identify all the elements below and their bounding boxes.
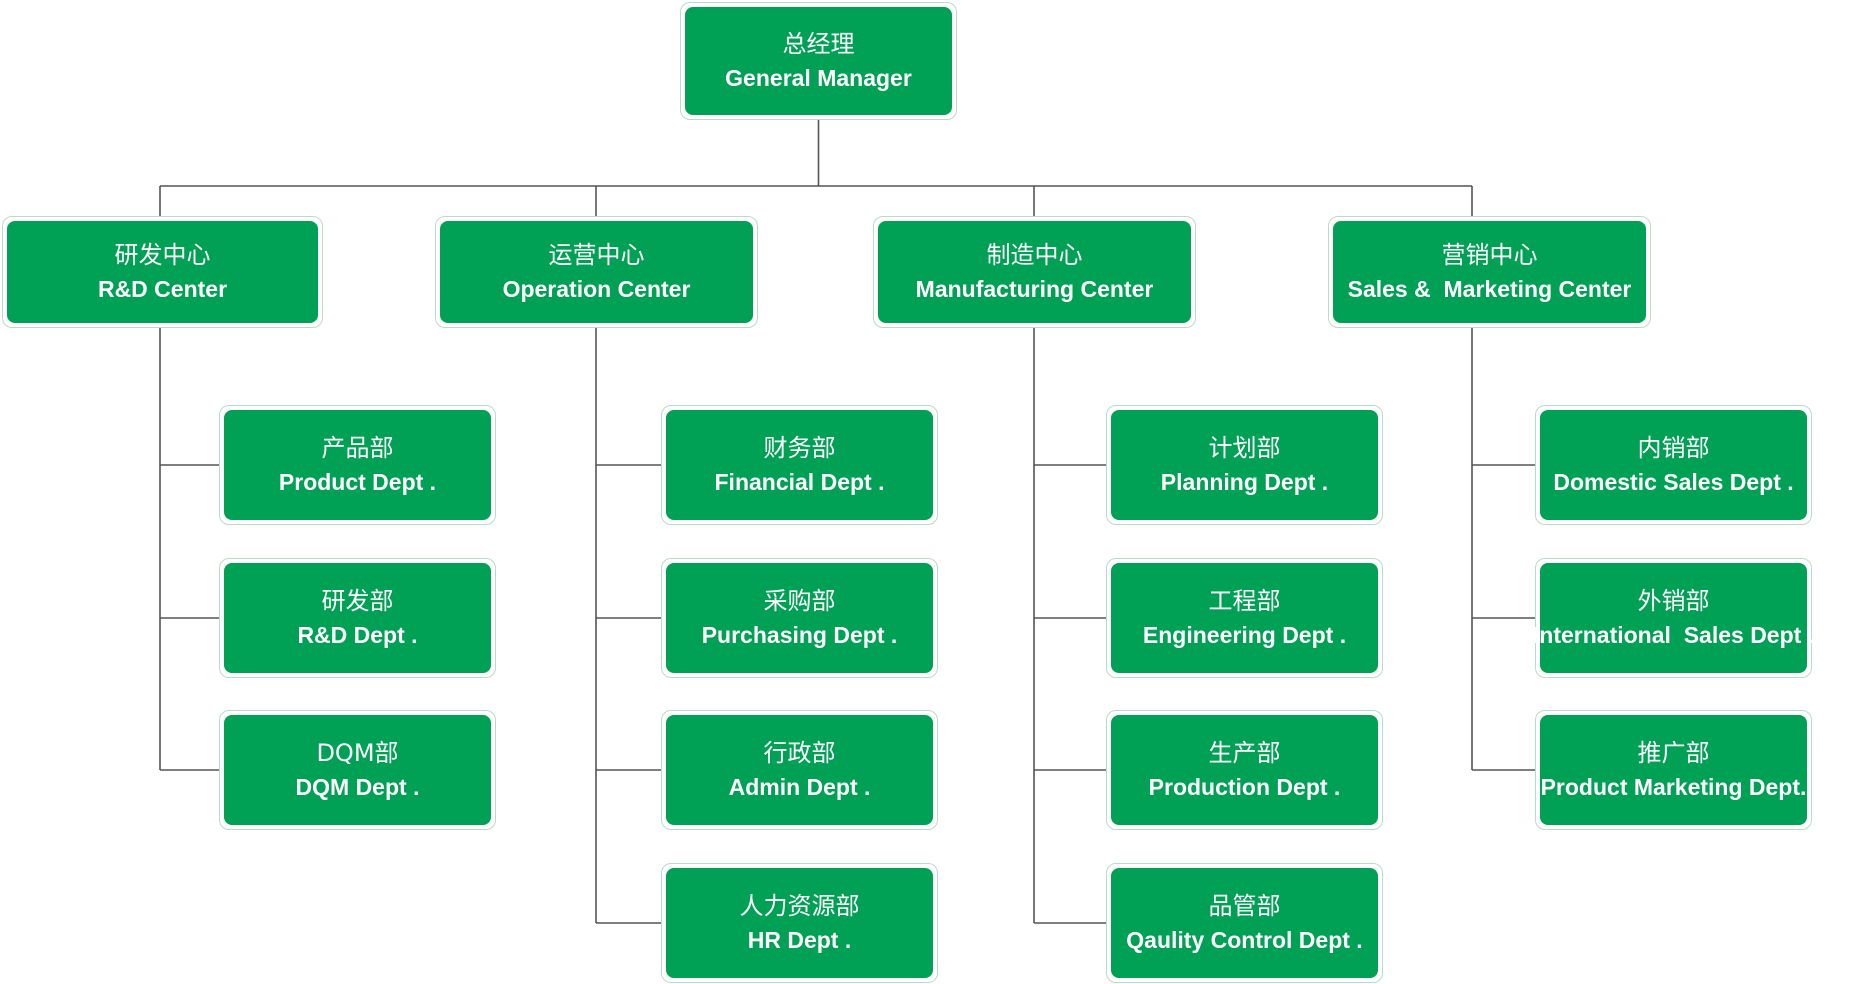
dept-box-sales-2-fill: 推广部 Product Marketing Dept. [1540, 715, 1807, 825]
center-box-operation-fill: 运营中心 Operation Center [440, 221, 753, 323]
dept-box-sales-0: 内销部 Domestic Sales Dept . [1535, 405, 1812, 525]
center-box-rd-label-zh: 研发中心 [114, 241, 211, 269]
dept-box-rd-0-label-en: Product Dept . [278, 469, 437, 495]
general-manager-box-label-en: General Manager [725, 65, 912, 91]
dept-box-manufacturing-1-fill: 工程部 Engineering Dept . [1111, 563, 1378, 673]
center-box-sales-label-zh: 营销中心 [1441, 241, 1538, 269]
dept-box-rd-2-label-en: DQM Dept . [295, 774, 420, 800]
dept-box-rd-1-fill: 研发部 R&D Dept . [224, 563, 491, 673]
dept-box-operation-0-label-en: Financial Dept . [714, 469, 885, 495]
center-box-rd: 研发中心 R&D Center [2, 216, 323, 328]
dept-box-rd-1-label-zh: 研发部 [321, 587, 394, 615]
dept-box-operation-0-label-zh: 财务部 [763, 434, 836, 462]
dept-box-sales-0-fill: 内销部 Domestic Sales Dept . [1540, 410, 1807, 520]
dept-box-operation-2-label-zh: 行政部 [763, 739, 836, 767]
dept-box-rd-2-fill: DQM部 DQM Dept . [224, 715, 491, 825]
dept-box-manufacturing-2-label-zh: 生产部 [1208, 739, 1281, 767]
center-box-sales-fill: 营销中心 Sales & Marketing Center [1333, 221, 1646, 323]
dept-box-operation-0: 财务部 Financial Dept . [661, 405, 938, 525]
center-box-manufacturing-fill: 制造中心 Manufacturing Center [878, 221, 1191, 323]
dept-box-sales-1: 外销部 International Sales Dept . [1533, 558, 1814, 678]
center-box-operation-label-zh: 运营中心 [548, 241, 645, 269]
dept-box-sales-2-label-zh: 推广部 [1637, 739, 1710, 767]
dept-box-operation-0-fill: 财务部 Financial Dept . [666, 410, 933, 520]
center-box-operation: 运营中心 Operation Center [435, 216, 758, 328]
dept-box-operation-1: 采购部 Purchasing Dept . [661, 558, 938, 678]
dept-box-sales-1-label-en: International Sales Dept . [1532, 622, 1815, 648]
general-manager-box: 总经理 General Manager [680, 2, 957, 120]
dept-box-manufacturing-1: 工程部 Engineering Dept . [1106, 558, 1383, 678]
dept-box-manufacturing-2-label-en: Production Dept . [1148, 774, 1341, 800]
center-box-sales: 营销中心 Sales & Marketing Center [1328, 216, 1651, 328]
dept-box-manufacturing-0-label-en: Planning Dept . [1160, 469, 1329, 495]
dept-box-manufacturing-0-label-zh: 计划部 [1208, 434, 1281, 462]
dept-box-manufacturing-0-fill: 计划部 Planning Dept . [1111, 410, 1378, 520]
dept-box-operation-1-label-en: Purchasing Dept . [701, 622, 898, 648]
center-box-sales-label-en: Sales & Marketing Center [1347, 276, 1632, 302]
dept-box-operation-3: 人力资源部 HR Dept . [661, 863, 938, 983]
dept-box-sales-2-label-en: Product Marketing Dept. [1540, 774, 1807, 800]
center-box-manufacturing: 制造中心 Manufacturing Center [873, 216, 1196, 328]
dept-box-operation-2-label-en: Admin Dept . [728, 774, 871, 800]
dept-box-rd-0-fill: 产品部 Product Dept . [224, 410, 491, 520]
dept-box-operation-2-fill: 行政部 Admin Dept . [666, 715, 933, 825]
dept-box-rd-0: 产品部 Product Dept . [219, 405, 496, 525]
center-box-rd-label-en: R&D Center [97, 276, 228, 302]
general-manager-box-label-zh: 总经理 [782, 30, 855, 58]
dept-box-manufacturing-2: 生产部 Production Dept . [1106, 710, 1383, 830]
dept-box-sales-2: 推广部 Product Marketing Dept. [1535, 710, 1812, 830]
dept-box-operation-2: 行政部 Admin Dept . [661, 710, 938, 830]
dept-box-sales-0-label-zh: 内销部 [1637, 434, 1710, 462]
dept-box-manufacturing-3-label-en: Qaulity Control Dept . [1126, 927, 1363, 953]
dept-box-operation-1-fill: 采购部 Purchasing Dept . [666, 563, 933, 673]
dept-box-manufacturing-1-label-zh: 工程部 [1208, 587, 1281, 615]
center-box-operation-label-en: Operation Center [502, 276, 691, 302]
dept-box-rd-2-label-zh: DQM部 [316, 739, 399, 767]
dept-box-operation-1-label-zh: 采购部 [763, 587, 836, 615]
center-box-rd-fill: 研发中心 R&D Center [7, 221, 318, 323]
dept-box-manufacturing-2-fill: 生产部 Production Dept . [1111, 715, 1378, 825]
dept-box-operation-3-label-zh: 人力资源部 [739, 892, 860, 920]
dept-box-operation-3-fill: 人力资源部 HR Dept . [666, 868, 933, 978]
dept-box-sales-0-label-en: Domestic Sales Dept . [1553, 469, 1794, 495]
center-box-manufacturing-label-zh: 制造中心 [986, 241, 1083, 269]
dept-box-rd-1-label-en: R&D Dept . [297, 622, 418, 648]
dept-box-manufacturing-3: 品管部 Qaulity Control Dept . [1106, 863, 1383, 983]
dept-box-rd-2: DQM部 DQM Dept . [219, 710, 496, 830]
dept-box-manufacturing-1-label-en: Engineering Dept . [1142, 622, 1347, 648]
dept-box-manufacturing-3-label-zh: 品管部 [1208, 892, 1281, 920]
dept-box-manufacturing-0: 计划部 Planning Dept . [1106, 405, 1383, 525]
general-manager-box-fill: 总经理 General Manager [685, 7, 952, 115]
dept-box-rd-0-label-zh: 产品部 [321, 434, 394, 462]
dept-box-sales-1-fill: 外销部 International Sales Dept . [1533, 563, 1814, 673]
dept-box-operation-3-label-en: HR Dept . [747, 927, 852, 953]
dept-box-manufacturing-3-fill: 品管部 Qaulity Control Dept . [1111, 868, 1378, 978]
dept-box-sales-1-label-zh: 外销部 [1637, 587, 1710, 615]
center-box-manufacturing-label-en: Manufacturing Center [915, 276, 1154, 302]
dept-box-rd-1: 研发部 R&D Dept . [219, 558, 496, 678]
